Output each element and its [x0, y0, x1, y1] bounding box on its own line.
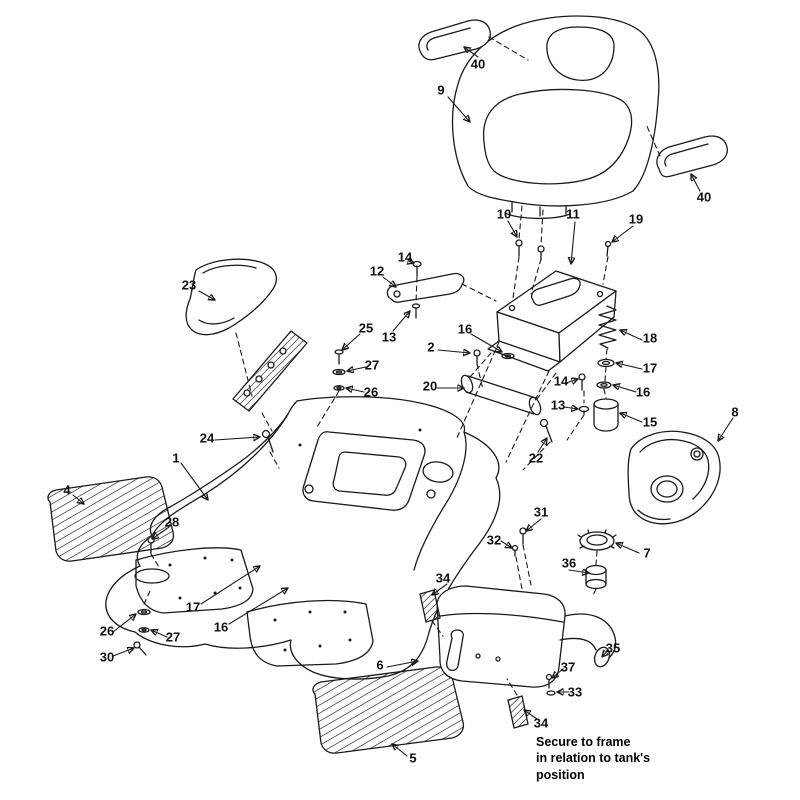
assembly-dashed-lines — [143, 36, 661, 696]
screw-31 — [519, 527, 527, 545]
callout-4: 4 — [63, 482, 71, 498]
callout-35: 35 — [605, 640, 621, 656]
washer-16-mid — [501, 352, 515, 360]
clip-34-bottom — [507, 695, 529, 729]
bolt-2 — [473, 349, 481, 365]
armrest-left-part — [418, 19, 492, 61]
bolt-13-left — [411, 303, 421, 319]
washer-27-mid — [332, 368, 346, 376]
callout-23: 23 — [181, 277, 197, 293]
heat-shield-strip — [232, 330, 308, 412]
callout-15: 15 — [642, 414, 658, 430]
seat-bracket-part — [487, 270, 617, 372]
armrest-right-part — [656, 135, 729, 178]
callout-17-a: 17 — [642, 360, 658, 376]
side-panel-part — [185, 258, 277, 336]
callout-13-b: 13 — [550, 397, 566, 413]
callout-16-b: 16 — [635, 384, 651, 400]
callout-31: 31 — [533, 504, 549, 520]
washer-16-right — [596, 381, 612, 389]
callout-34-a: 34 — [435, 570, 451, 586]
screw-28 — [147, 536, 155, 554]
bolt-22 — [539, 418, 553, 443]
callout-11: 11 — [566, 206, 580, 222]
washer-26-left — [137, 608, 151, 616]
washer-26-mid — [333, 385, 345, 391]
bolt-14-right — [578, 373, 586, 391]
washer-17-right — [597, 358, 615, 368]
callout-27-b: 27 — [165, 629, 181, 645]
footrest-right-part — [312, 666, 465, 754]
callout-40-a: 40 — [470, 56, 486, 72]
clip-34-top — [419, 589, 441, 623]
callout-9: 9 — [437, 82, 445, 98]
nut-13-right — [578, 405, 590, 415]
filler-neck-part — [585, 564, 607, 590]
callout-24: 24 — [199, 430, 215, 446]
screw-32 — [511, 544, 519, 557]
callout-7: 7 — [643, 545, 651, 561]
callout-19: 19 — [628, 211, 644, 227]
callout-5: 5 — [409, 750, 417, 766]
callout-40-b: 40 — [696, 189, 712, 205]
callout-14-a: 14 — [397, 249, 413, 265]
callout-16-a: 16 — [457, 321, 473, 337]
spring-18 — [598, 305, 617, 349]
washer-33 — [546, 690, 556, 696]
callout-20: 20 — [422, 378, 438, 394]
bolt-14-left — [412, 260, 422, 277]
callout-26-b: 26 — [99, 623, 115, 639]
screw-30 — [133, 641, 147, 656]
bushing-15 — [593, 398, 619, 432]
callout-30: 30 — [99, 649, 115, 665]
chassis-part — [105, 396, 501, 680]
callout-leader-lines — [72, 47, 734, 757]
callout-18: 18 — [642, 330, 658, 346]
fuel-tank-part — [436, 585, 617, 688]
bolts-10 — [515, 239, 545, 261]
screw-19 — [604, 240, 612, 257]
callout-27-a: 27 — [364, 357, 380, 373]
callout-14-b: 14 — [553, 373, 569, 389]
washer-27-left — [138, 627, 150, 633]
callout-13-a: 13 — [381, 329, 397, 345]
callout-22: 22 — [528, 450, 544, 466]
callout-33: 33 — [567, 684, 583, 700]
callout-16-c: 16 — [213, 619, 229, 635]
bolt-24 — [261, 429, 274, 453]
callout-26-a: 26 — [363, 384, 379, 400]
assembly-note: Secure to frame in relation to tank's po… — [536, 735, 651, 782]
callout-8: 8 — [731, 404, 739, 420]
callout-2: 2 — [427, 339, 435, 355]
callout-34-b: 34 — [533, 715, 549, 731]
callout-12: 12 — [369, 263, 385, 279]
callout-1: 1 — [172, 450, 180, 466]
roller-20 — [460, 374, 542, 416]
callout-17-b: 17 — [185, 599, 201, 615]
callout-6: 6 — [376, 657, 384, 673]
callout-32: 32 — [486, 532, 502, 548]
callout-37: 37 — [560, 659, 576, 675]
screw-25 — [334, 349, 344, 365]
callout-25: 25 — [358, 320, 374, 336]
callout-28: 28 — [164, 514, 180, 530]
callout-36: 36 — [561, 555, 577, 571]
seat-part — [451, 15, 660, 220]
callout-10: 10 — [496, 206, 512, 222]
strap-12 — [386, 272, 465, 303]
console-part — [627, 430, 721, 525]
fuel-cap-part — [577, 529, 617, 551]
